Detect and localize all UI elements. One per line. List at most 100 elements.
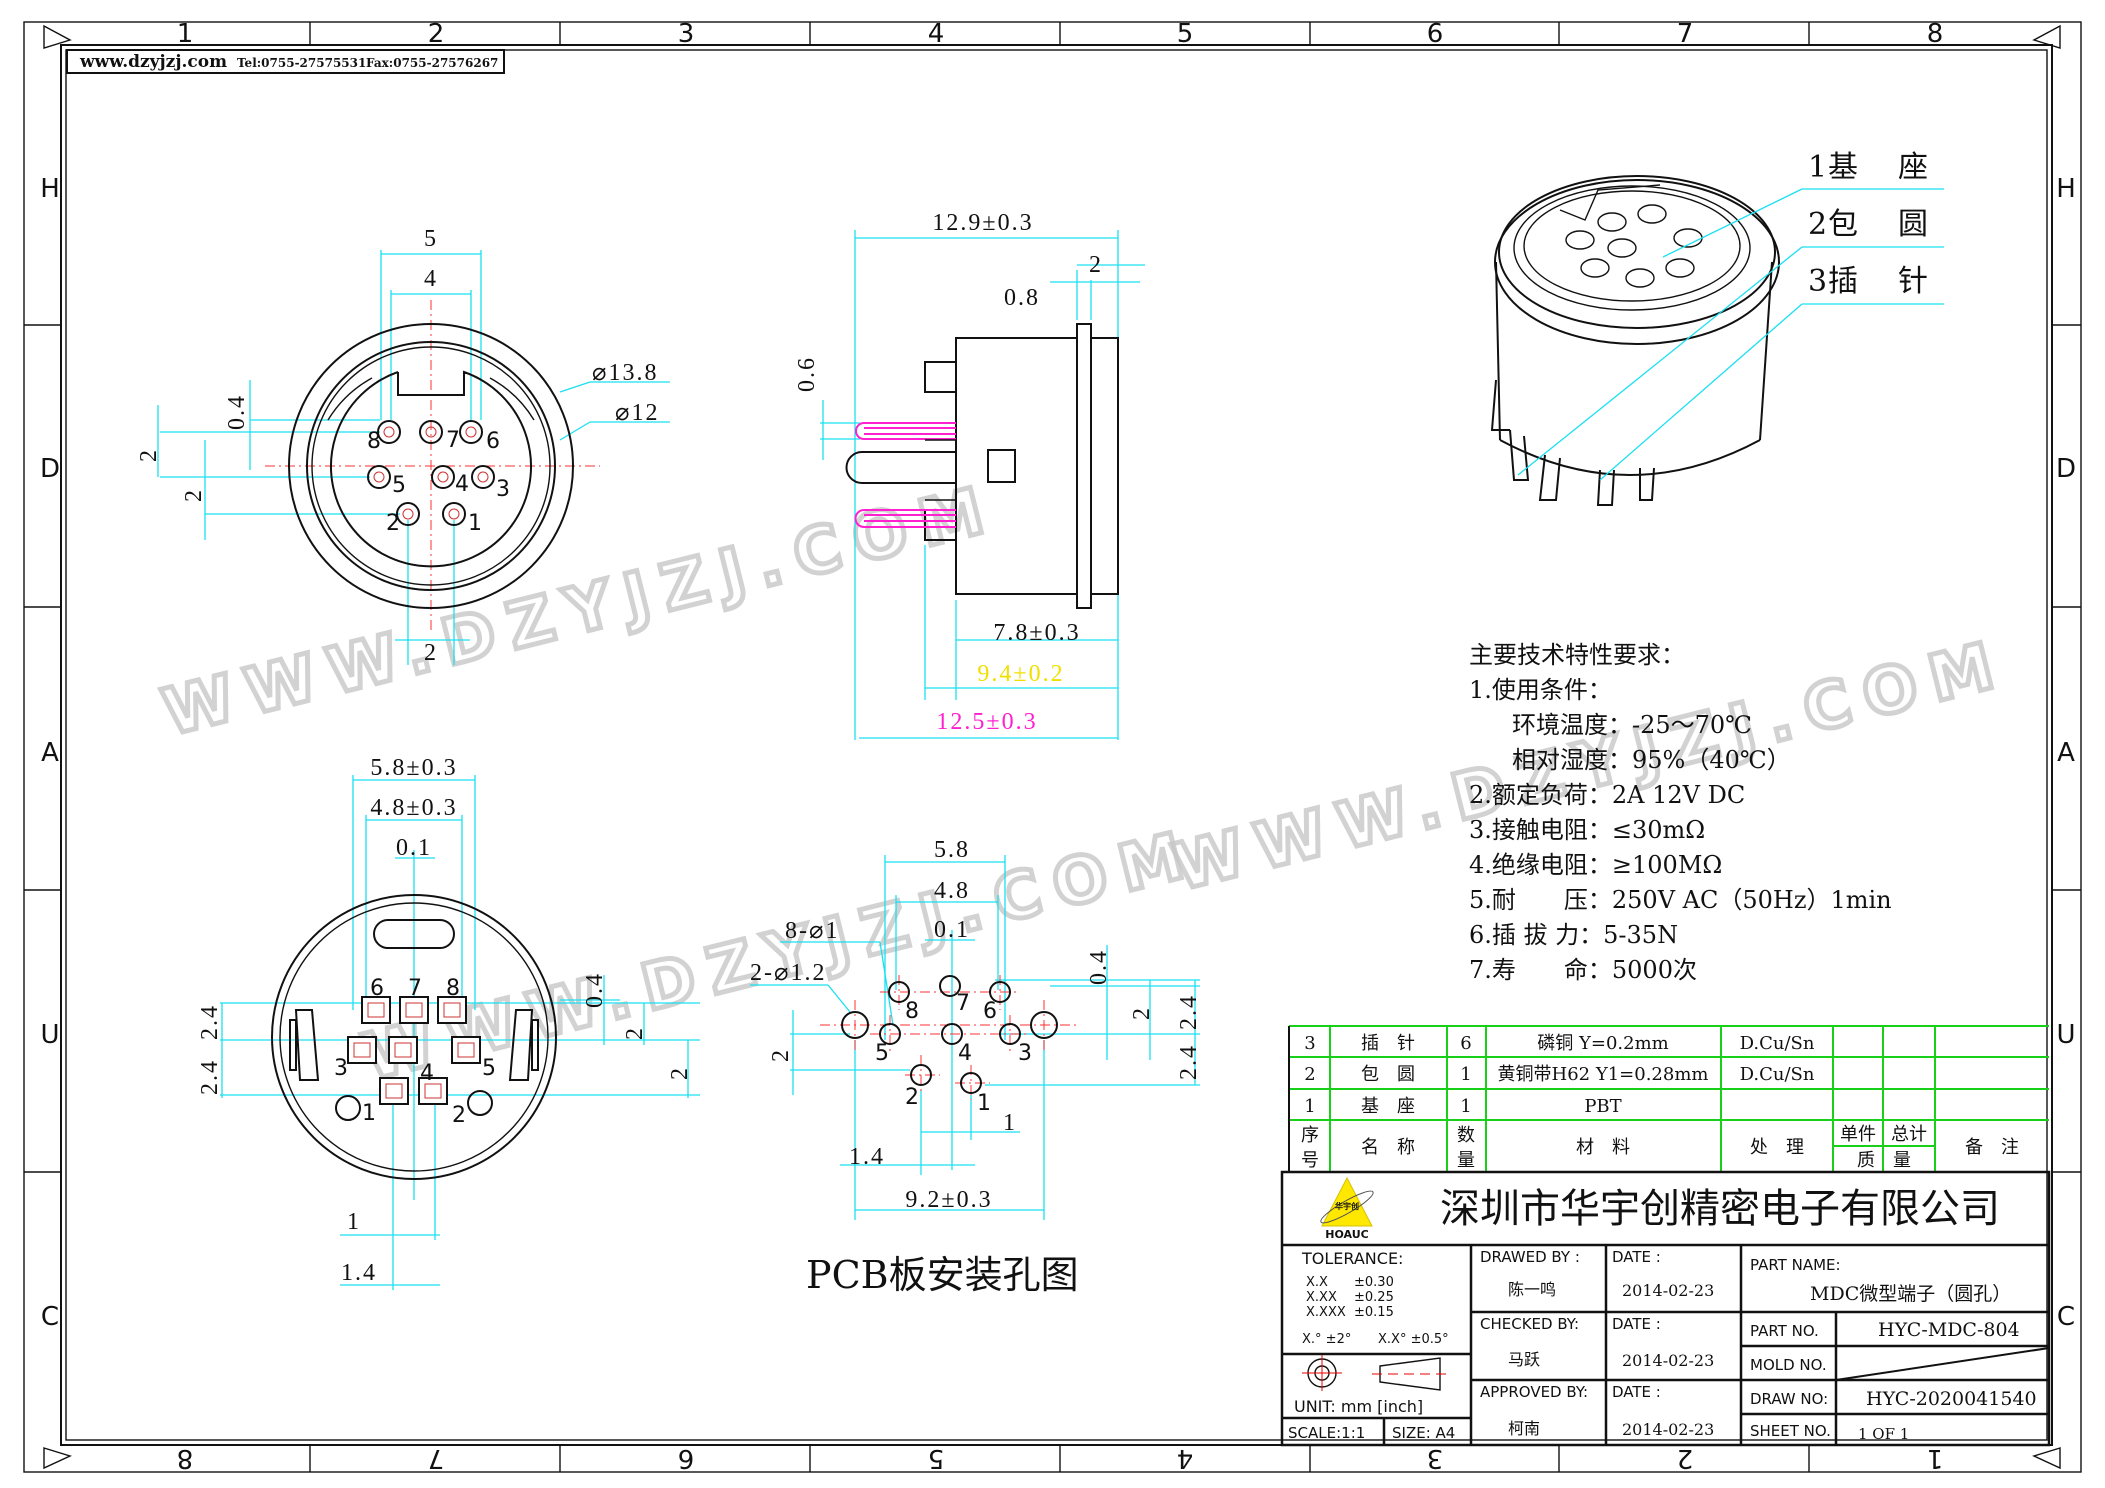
- dimension-label: 2.4: [197, 1004, 223, 1040]
- company-logo: 华宇创 HOAUC: [1320, 1176, 1374, 1241]
- dimension-label: 0.1: [934, 917, 970, 943]
- checked-by-value: 马跃: [1508, 1350, 1540, 1369]
- column-label: 5: [928, 1443, 945, 1473]
- pin-label: 5: [392, 473, 406, 498]
- tolerance-key: X.XX: [1306, 1290, 1337, 1305]
- pin-label: 1: [362, 1101, 376, 1126]
- column-label: 6: [1427, 19, 1444, 49]
- bom-header: 材 料: [1576, 1137, 1630, 1158]
- column-label: 2: [1677, 1443, 1694, 1473]
- dimension-label: 0.8: [1004, 285, 1040, 311]
- column-label: 1: [1927, 1443, 1944, 1473]
- dimension-label: 5.8: [934, 837, 970, 863]
- bom-cell: 1: [1460, 1096, 1471, 1117]
- column-label: 1: [177, 19, 194, 49]
- column-label: 2: [428, 19, 445, 49]
- website-link[interactable]: www.dzyjzj.com: [79, 52, 227, 72]
- part-name-label: PART NAME:: [1750, 1256, 1841, 1274]
- checked-by-label: CHECKED BY:: [1480, 1315, 1579, 1333]
- dimension-label: 5: [424, 226, 438, 252]
- bom-cell: 插 针: [1361, 1033, 1415, 1054]
- column-label: 6: [678, 1443, 695, 1473]
- pcb-hole-view: 1 2 3 4 5 6 7 8 5.8 4.8 0.1 8-⌀1 2-⌀1.2 …: [750, 837, 1202, 1297]
- bom-header: 名 称: [1361, 1137, 1415, 1158]
- dimension-label: 0.1: [396, 835, 432, 861]
- row-label: D: [40, 454, 60, 484]
- dimension-label: 7.8±0.3: [993, 620, 1080, 646]
- row-label: H: [40, 174, 60, 204]
- bom-header: 序: [1301, 1125, 1319, 1146]
- dimension-label: 2: [1089, 252, 1103, 278]
- column-label: 8: [177, 1443, 194, 1473]
- tolerance-value: ±0.30: [1354, 1275, 1394, 1290]
- pin-label: 3: [1018, 1041, 1032, 1066]
- note-line: 2.额定负荷：2A 12V DC: [1469, 781, 1745, 809]
- dimension-label: 12.9±0.3: [932, 210, 1033, 236]
- corner-marker-icon: [43, 24, 72, 49]
- scale-label: SCALE:1:1: [1288, 1424, 1365, 1442]
- date-value: 2014-02-23: [1622, 1281, 1714, 1300]
- bom-cell: D.Cu/Sn: [1740, 1064, 1815, 1085]
- projection-symbol-icon: [1302, 1355, 1446, 1391]
- tolerance-value: ±0.15: [1354, 1305, 1394, 1320]
- fax-text: Fax:0755-27576267: [366, 56, 498, 70]
- dimension-label: 4.8±0.3: [370, 795, 457, 821]
- dimension-label: 2: [1129, 1006, 1155, 1020]
- note-line: 环境温度：-25～70℃: [1488, 711, 1752, 739]
- row-label: C: [41, 1302, 59, 1332]
- dimension-label: 2: [667, 1066, 693, 1080]
- mold-no-label: MOLD NO.: [1750, 1356, 1827, 1374]
- column-label: 4: [928, 19, 945, 49]
- note-line: 7.寿 命：5000次: [1469, 956, 1697, 984]
- note-line: 5.耐 压：250V AC（50Hz）1min: [1469, 886, 1892, 914]
- drawed-by-label: DRAWED BY :: [1480, 1248, 1580, 1266]
- column-label: 7: [1677, 19, 1694, 49]
- part-no-value: HYC-MDC-804: [1878, 1319, 2020, 1341]
- bom-header: 质 量: [1857, 1150, 1911, 1171]
- size-label: SIZE: A4: [1392, 1424, 1455, 1442]
- logo-text: 华宇创: [1335, 1201, 1359, 1211]
- corner-marker-icon: [43, 1447, 72, 1470]
- pin-label: 8: [446, 976, 460, 1001]
- date-value: 2014-02-23: [1622, 1351, 1714, 1370]
- row-label: D: [2056, 454, 2076, 484]
- pin-label: 7: [408, 976, 422, 1001]
- note-line: 相对湿度：95%（40℃）: [1488, 746, 1791, 774]
- tolerance-key: X.XXX: [1306, 1305, 1346, 1320]
- pin-label: 2: [452, 1103, 466, 1128]
- date-value: 2014-02-23: [1622, 1420, 1714, 1439]
- date-label: DATE :: [1612, 1248, 1661, 1266]
- draw-no-label: DRAW NO:: [1750, 1390, 1828, 1408]
- unit-label: UNIT: mm [inch]: [1294, 1397, 1423, 1416]
- sheet-no-value: 1 OF 1: [1858, 1425, 1909, 1443]
- dimension-label: 5.8±0.3: [370, 755, 457, 781]
- notes-title: 主要技术特性要求：: [1469, 641, 1685, 669]
- row-label: U: [2056, 1020, 2075, 1050]
- bom-header: 单件: [1840, 1124, 1876, 1145]
- dimension-label: 1.4: [849, 1144, 885, 1170]
- angle-tolerance: X.° ±2°: [1302, 1332, 1351, 1347]
- note-line: 1.使用条件：: [1469, 676, 1612, 704]
- bom-header: 处 理: [1750, 1137, 1804, 1158]
- pin-label: 3: [496, 477, 510, 502]
- dimension-label: 0.4: [224, 394, 250, 430]
- dimension-label: 9.2±0.3: [905, 1187, 992, 1213]
- column-label: 5: [1177, 19, 1194, 49]
- draw-no-value: HYC-2020041540: [1866, 1388, 2037, 1410]
- part-name-value: MDC微型端子（圆孔）: [1810, 1283, 2011, 1305]
- bom-cell: 包 圆: [1361, 1064, 1415, 1085]
- date-label: DATE :: [1612, 1315, 1661, 1333]
- dimension-label: 0.4: [1086, 949, 1112, 985]
- bom-cell: 黄铜带H62 Y1=0.28mm: [1498, 1064, 1709, 1085]
- approved-by-label: APPROVED BY:: [1480, 1383, 1588, 1401]
- corner-marker-icon: [2032, 1447, 2061, 1470]
- corner-marker-icon: [2032, 24, 2061, 49]
- pin-label: 4: [455, 472, 469, 497]
- pin-label: 1: [977, 1091, 991, 1116]
- pin-label: 7: [956, 991, 970, 1016]
- note-line: 6.插 拔 力：5-35N: [1469, 921, 1678, 949]
- drawed-by-value: 陈一鸣: [1508, 1280, 1556, 1299]
- header-box: www.dzyjzj.com Tel:0755-27575531 Fax:075…: [66, 49, 505, 74]
- dimension-label: 4: [424, 266, 438, 292]
